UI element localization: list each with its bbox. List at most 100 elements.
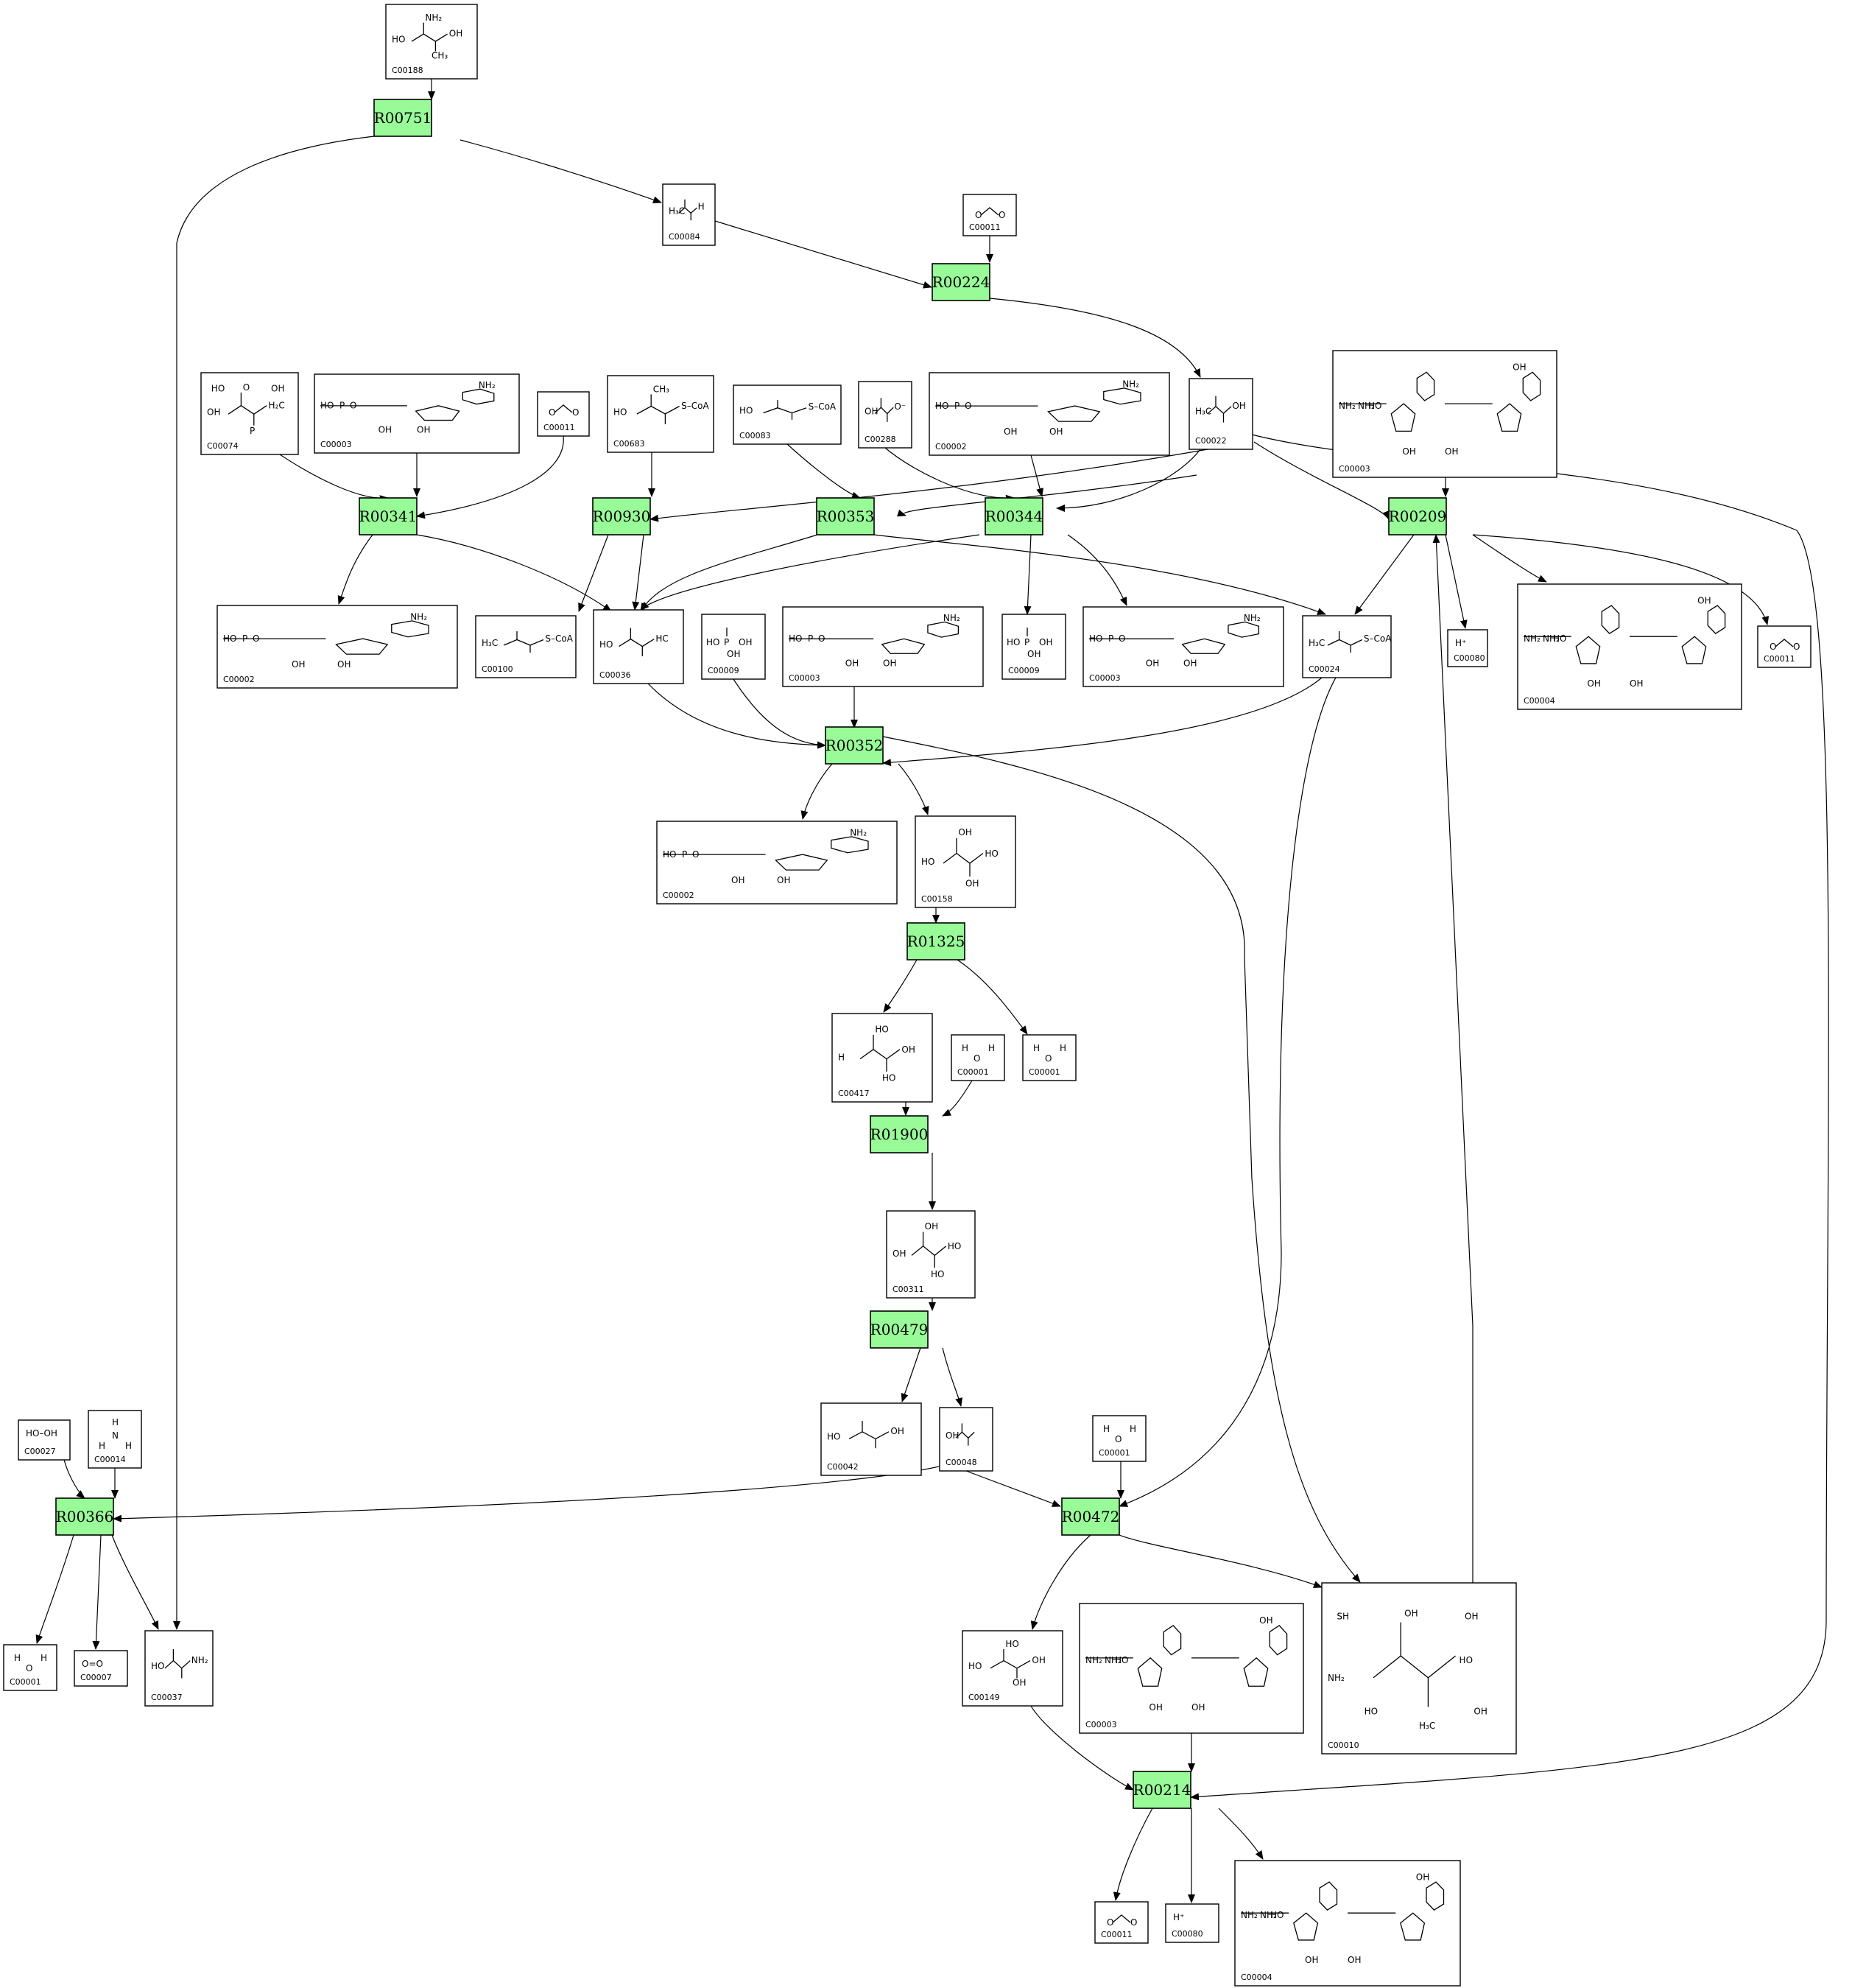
structure-icon: OH [946,1423,975,1446]
reaction-r00341[interactable]: R00341 [359,497,418,535]
reaction-r00224[interactable]: R00224 [932,263,990,301]
compound-box [1447,629,1488,667]
svg-text:O: O [1107,1917,1113,1928]
svg-text:OH: OH [1232,401,1245,411]
svg-text:OH: OH [449,29,462,39]
compound-c00080[interactable]: H⁺C00080 [1165,1903,1219,1943]
svg-text:OH: OH [946,1430,959,1441]
compound-box [701,614,766,680]
svg-text:O: O [692,849,699,860]
compound-box [886,1210,976,1299]
edge [989,298,1201,378]
compound-c00048[interactable]: OH C00048 [939,1407,993,1472]
svg-text:H: H [1033,1043,1040,1053]
compound-id: C00048 [946,1458,977,1467]
compound-c00001[interactable]: HOH C00001 [951,1034,1005,1081]
svg-text:NH₂: NH₂ [1339,401,1356,411]
svg-text:NH₂: NH₂ [425,13,442,23]
compound-id: C00001 [957,1067,989,1077]
reaction-r00344[interactable]: R00344 [985,497,1043,535]
edge [279,454,389,503]
reaction-r00214[interactable]: R00214 [1133,1771,1191,1809]
reaction-r00479[interactable]: R00479 [870,1310,929,1349]
reaction-r00352[interactable]: R00352 [825,726,884,765]
svg-text:S–CoA: S–CoA [545,633,573,644]
compound-box [1302,615,1392,678]
edge [416,534,612,612]
compound-id: C00311 [892,1285,924,1294]
compound-id: C00683 [613,439,645,449]
compound-id: C00003 [1339,464,1370,474]
compound-c00080[interactable]: H⁺C00080 [1447,629,1488,667]
compound-box [74,1650,128,1687]
svg-text:HO: HO [875,1024,888,1034]
reaction-r00353[interactable]: R00353 [816,497,875,535]
compound-id: C00001 [1029,1067,1060,1077]
compound-id: C00024 [1309,664,1340,674]
svg-text:NH₂: NH₂ [1524,633,1541,644]
reaction-r01900[interactable]: R01900 [870,1115,929,1153]
svg-text:HO: HO [1365,1706,1378,1716]
svg-text:OH: OH [1513,362,1526,373]
edge [883,959,918,1013]
svg-text:O: O [965,401,971,411]
reaction-r00930[interactable]: R00930 [592,497,651,535]
svg-text:O: O [549,407,555,418]
structure-icon: HOH [962,1043,995,1064]
compound-id: C00158 [921,894,953,904]
compound-id: C00100 [482,664,513,674]
reaction-r01325[interactable]: R01325 [906,922,965,960]
svg-text:SH: SH [1337,1612,1349,1622]
compound-box [144,1630,214,1707]
edge [63,1459,85,1499]
edge [640,534,980,611]
reaction-r00209[interactable]: R00209 [1388,497,1447,535]
svg-text:O: O [973,1053,980,1064]
reaction-r00366[interactable]: R00366 [55,1497,114,1536]
reaction-r00472[interactable]: R00472 [1061,1497,1120,1536]
svg-text:O: O [253,633,259,644]
reaction-r00751[interactable]: R00751 [373,99,432,137]
